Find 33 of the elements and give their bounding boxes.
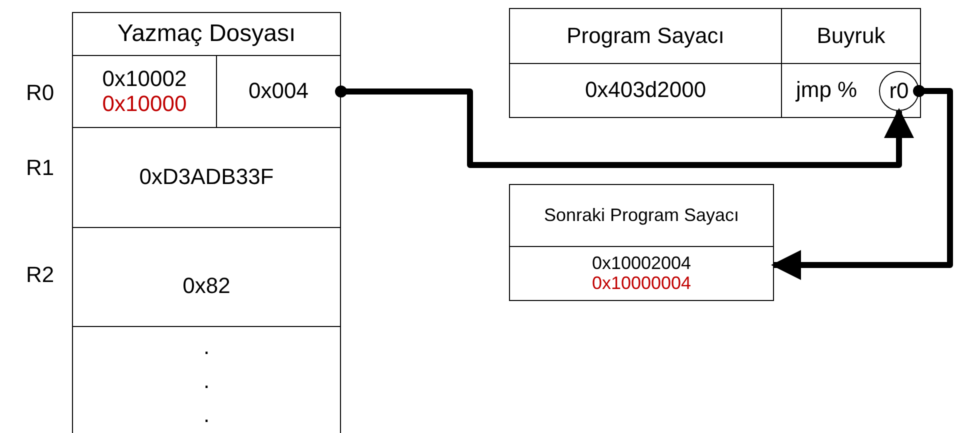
cell-text: 0xD3ADB33F [139, 165, 274, 190]
ellipsis-dot: . [203, 341, 210, 353]
table-cell [509, 246, 774, 301]
register-cell [72, 326, 341, 433]
register-name: R1 [26, 155, 54, 181]
table-cell [781, 63, 921, 118]
arrow [771, 85, 953, 280]
table-header [72, 12, 341, 56]
cell-text: 0x004 [248, 79, 308, 104]
arrow [335, 86, 914, 168]
ellipsis-dot: . [203, 409, 210, 421]
cell-text: 0x10000 [102, 92, 187, 116]
cell-text: Sonraki Program Sayacı [544, 206, 740, 226]
cell-text: jmp % [796, 78, 858, 103]
cell-text: 0x82 [182, 274, 230, 298]
highlight-circle [879, 71, 919, 111]
cell-text: Yazmaç Dosyası [117, 20, 296, 48]
cell-text: Program Sayacı [566, 24, 724, 48]
cell-text: 0x403d2000 [584, 78, 706, 103]
register-name: R0 [26, 80, 54, 106]
table-header [509, 8, 782, 64]
table-cell [509, 63, 782, 118]
cell-text: 0x10002004 [592, 254, 692, 274]
cell-text: r0 [889, 78, 909, 104]
cell-text: 0x10002 [102, 67, 187, 92]
register-name: R2 [26, 262, 54, 288]
ellipsis-dot: . [203, 375, 210, 387]
table-header [781, 8, 921, 64]
table-header [509, 184, 774, 247]
register-cell [72, 127, 341, 228]
register-cell [72, 227, 341, 327]
cell-text: 0x10000004 [592, 274, 692, 294]
cell-text: Buyruk [816, 24, 886, 48]
